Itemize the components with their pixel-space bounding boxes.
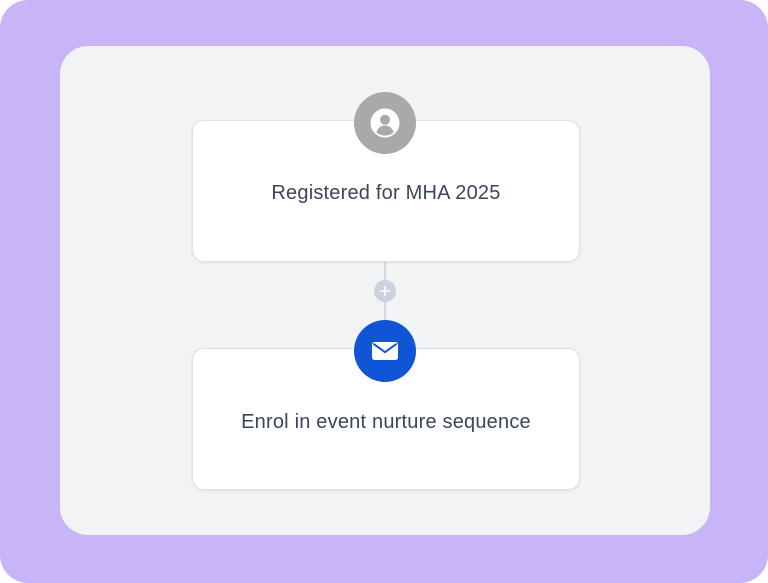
trigger-step-label: Registered for MHA 2025 [271,181,501,204]
envelope-icon [372,342,398,360]
action-badge [354,320,416,382]
plus-icon [379,285,391,297]
trigger-badge [354,92,416,154]
action-step-label: Enrol in event nurture sequence [241,410,531,433]
add-step-button[interactable] [374,280,396,302]
trigger-step-card[interactable]: Registered for MHA 2025 [192,120,580,262]
workflow-canvas: Registered for MHA 2025 Enrol in event n… [60,46,710,535]
step-connector-line [384,261,386,348]
person-icon [370,108,400,138]
